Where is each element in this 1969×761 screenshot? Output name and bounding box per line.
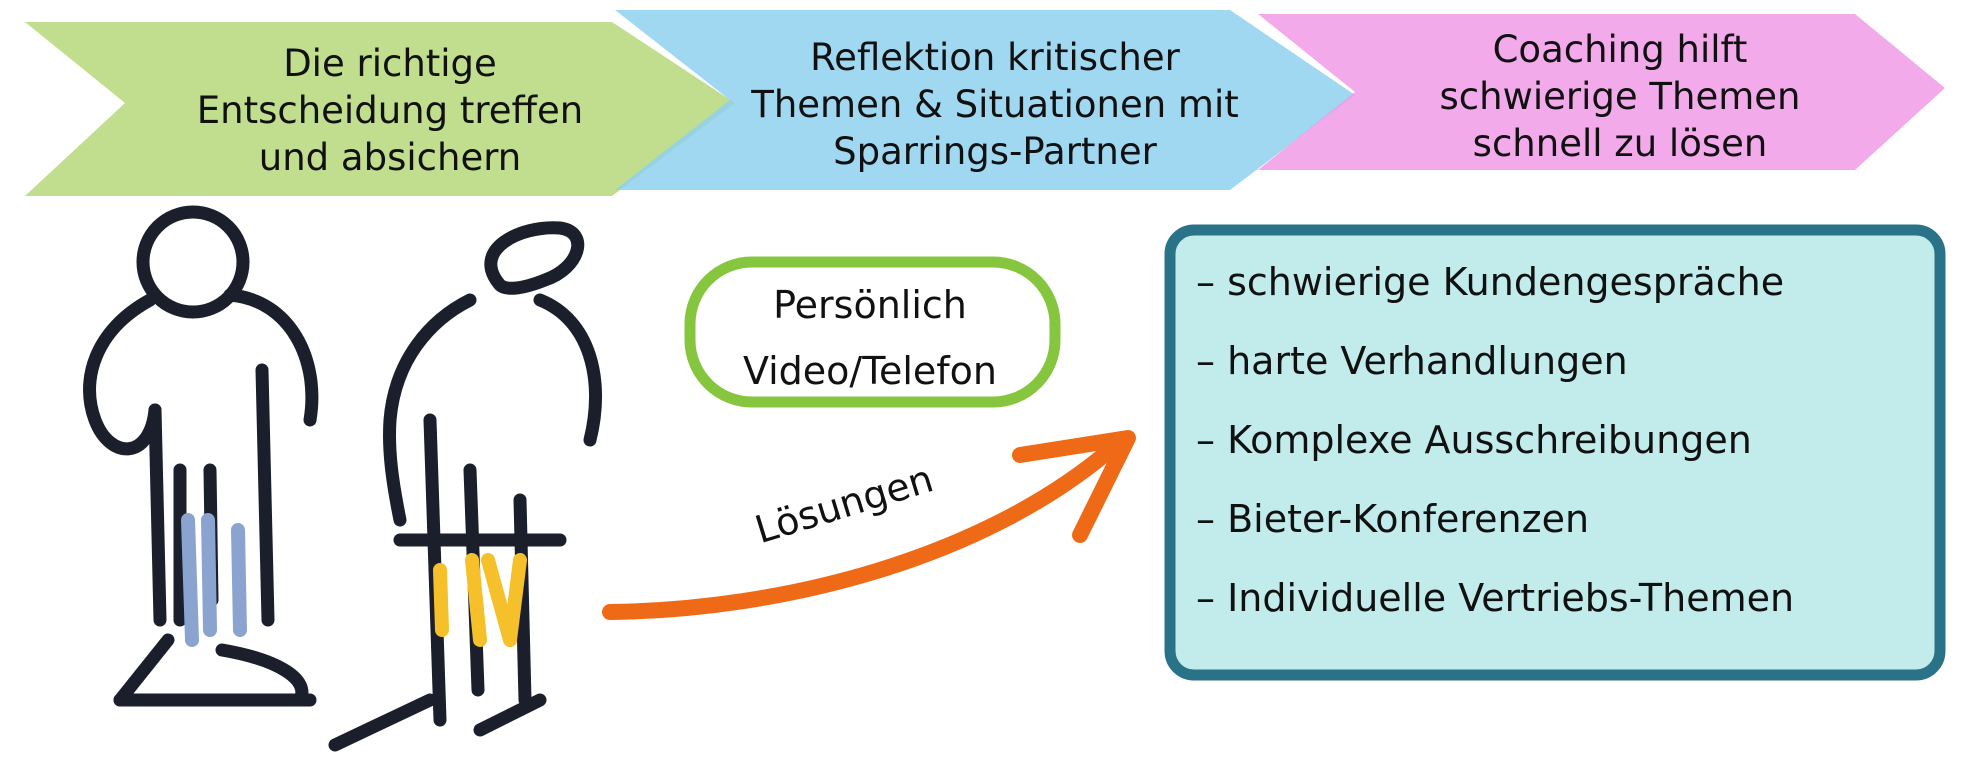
person-figure-accent <box>181 513 247 647</box>
person-figure-accent <box>433 553 527 647</box>
step-2-line-3: Sparrings-Partner <box>833 130 1157 173</box>
topic-item: – harte Verhandlungen <box>1196 339 1628 383</box>
step-3-line-2: schwierige Themen <box>1439 75 1801 118</box>
person-figure-icon <box>328 221 602 752</box>
step-chevron-3 <box>1258 14 1945 170</box>
format-options: Persönlich Video/Telefon <box>690 272 1050 404</box>
step-3-line-1: Coaching hilft <box>1492 28 1748 71</box>
person-figure-icon <box>83 205 319 707</box>
topic-item: – Bieter-Konferenzen <box>1196 497 1590 541</box>
format-in-person: Persönlich <box>773 283 967 327</box>
step-1-label: Die richtige Entscheidung treffen und ab… <box>160 40 620 181</box>
topic-item: – schwierige Kundengespräche <box>1196 260 1785 304</box>
curved-arrow-icon <box>602 430 1136 620</box>
step-3-line-3: schnell zu lösen <box>1472 122 1768 165</box>
step-1-line-1: Die richtige <box>283 42 497 85</box>
step-chevron-2 <box>615 10 1355 190</box>
topics-box <box>1164 224 1946 681</box>
topic-item: – Individuelle Vertriebs-Themen <box>1196 576 1795 620</box>
step-2-line-1: Reflektion kritischer <box>810 36 1180 79</box>
step-2-line-2: Themen & Situationen mit <box>751 83 1239 126</box>
step-3-label: Coaching hilft schwierige Themen schnell… <box>1380 26 1860 167</box>
step-chevron-1 <box>25 22 735 196</box>
step-1-line-2: Entscheidung treffen <box>196 89 584 132</box>
step-1-line-3: und absichern <box>258 136 522 179</box>
step-2-label: Reflektion kritischer Themen & Situation… <box>735 34 1255 175</box>
format-pill <box>684 256 1061 408</box>
topic-item: – Komplexe Ausschreibungen <box>1196 418 1752 462</box>
format-video-phone: Video/Telefon <box>742 349 998 393</box>
topics-list: – schwierige Kundengespräche – harte Ver… <box>1196 243 1936 638</box>
